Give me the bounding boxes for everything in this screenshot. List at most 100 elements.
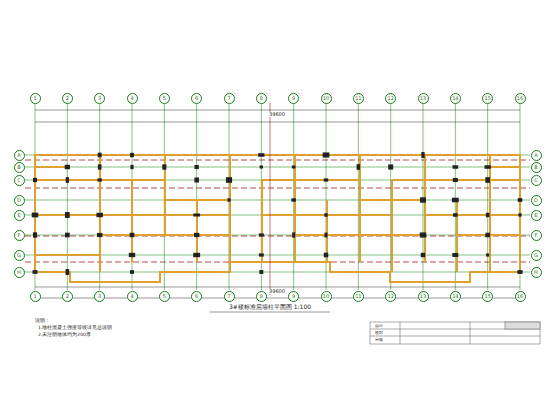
axis-bubble: 14 bbox=[450, 93, 461, 104]
axis-number: 14 bbox=[452, 293, 458, 299]
axis-bubble: H bbox=[531, 267, 542, 278]
axis-number: 15 bbox=[484, 95, 490, 101]
axis-bubble: 16 bbox=[515, 291, 526, 302]
axis-bubble: 4 bbox=[127, 291, 138, 302]
axis-number: C bbox=[534, 177, 538, 183]
axis-bubble: A bbox=[14, 150, 25, 161]
dimension-lines bbox=[35, 110, 520, 312]
axis-number: 12 bbox=[387, 293, 393, 299]
drawing-title: 3#楼标准层墙柱平面图 1:100 bbox=[229, 304, 311, 310]
axis-number: 1 bbox=[33, 293, 36, 299]
axis-bubble: 16 bbox=[515, 93, 526, 104]
axis-number: D bbox=[17, 197, 21, 203]
axis-bubble: D bbox=[14, 195, 25, 206]
axis-number: 5 bbox=[163, 293, 166, 299]
axis-number: B bbox=[17, 164, 20, 170]
table-cell: 审核 bbox=[375, 338, 383, 342]
axis-bubble: 14 bbox=[450, 291, 461, 302]
axis-bubble: 4 bbox=[127, 93, 138, 104]
axis-number: 11 bbox=[355, 95, 361, 101]
axis-bubble: 7 bbox=[224, 93, 235, 104]
axis-bubble: 6 bbox=[191, 93, 202, 104]
axis-number: 10 bbox=[323, 293, 329, 299]
axis-number: 13 bbox=[420, 95, 426, 101]
axis-number: C bbox=[17, 177, 21, 183]
table-cell: 校对 bbox=[375, 331, 383, 335]
axis-bubble: 8 bbox=[256, 93, 267, 104]
axis-bubble: G bbox=[531, 250, 542, 261]
axis-bubble: F bbox=[14, 230, 25, 241]
axis-number: H bbox=[17, 269, 21, 275]
axis-bubble: 3 bbox=[94, 291, 105, 302]
axis-bubble: 11 bbox=[353, 93, 364, 104]
axis-number: 12 bbox=[387, 95, 393, 101]
axis-number: 2 bbox=[66, 293, 69, 299]
axis-bubble: 9 bbox=[288, 93, 299, 104]
axis-number: A bbox=[534, 152, 537, 158]
axis-bubble: 13 bbox=[418, 93, 429, 104]
axis-number: 5 bbox=[163, 95, 166, 101]
axis-bubble: 1 bbox=[30, 93, 41, 104]
axis-number: 13 bbox=[420, 293, 426, 299]
axis-bubble: 6 bbox=[191, 291, 202, 302]
axis-number: 7 bbox=[227, 95, 230, 101]
dimension-text: 39600 bbox=[269, 112, 285, 117]
axis-number: A bbox=[17, 152, 20, 158]
axis-number: 9 bbox=[292, 293, 295, 299]
title-block bbox=[370, 322, 540, 344]
axis-number: 3 bbox=[98, 293, 101, 299]
axis-number: 8 bbox=[260, 95, 263, 101]
note-text: 2.未注明墙体均为200厚 bbox=[38, 333, 91, 338]
axis-bubble: C bbox=[14, 175, 25, 186]
axis-number: 4 bbox=[130, 293, 133, 299]
axis-number: G bbox=[17, 252, 21, 258]
axis-bubble: 5 bbox=[159, 291, 170, 302]
axis-bubble: 5 bbox=[159, 93, 170, 104]
axis-bubble: C bbox=[531, 175, 542, 186]
axis-bubble: 3 bbox=[94, 93, 105, 104]
axis-bubble: 12 bbox=[385, 291, 396, 302]
axis-bubble: 9 bbox=[288, 291, 299, 302]
axis-bubble: 8 bbox=[256, 291, 267, 302]
axis-number: 6 bbox=[195, 95, 198, 101]
axis-number: 4 bbox=[130, 95, 133, 101]
walls bbox=[35, 155, 520, 282]
axis-number: 11 bbox=[355, 293, 361, 299]
axis-bubble: E bbox=[531, 210, 542, 221]
axis-bubble: B bbox=[531, 162, 542, 173]
note-text: 1.墙柱混凝土强度等级详见总说明 bbox=[38, 326, 112, 331]
dimension-text: 39600 bbox=[269, 289, 285, 294]
axis-bubble: E bbox=[14, 210, 25, 221]
axis-number: 7 bbox=[227, 293, 230, 299]
axis-number: D bbox=[534, 197, 538, 203]
axis-number: 16 bbox=[517, 293, 523, 299]
axis-bubble: 2 bbox=[62, 291, 73, 302]
axis-number: 3 bbox=[98, 95, 101, 101]
axis-bubble: F bbox=[531, 230, 542, 241]
axis-number: 16 bbox=[517, 95, 523, 101]
axis-bubble: B bbox=[14, 162, 25, 173]
axis-bubble: H bbox=[14, 267, 25, 278]
axis-bubble: G bbox=[14, 250, 25, 261]
axis-bubble: 2 bbox=[62, 93, 73, 104]
axis-number: G bbox=[534, 252, 538, 258]
table-cell: 设计 bbox=[375, 324, 383, 328]
axis-number: E bbox=[17, 212, 20, 218]
axis-bubble: 15 bbox=[482, 291, 493, 302]
axis-bubble: 15 bbox=[482, 93, 493, 104]
axis-number: F bbox=[535, 232, 538, 238]
axis-bubble: A bbox=[531, 150, 542, 161]
axis-number: 10 bbox=[323, 95, 329, 101]
axis-number: 6 bbox=[195, 293, 198, 299]
axis-bubble: 13 bbox=[418, 291, 429, 302]
axis-number: B bbox=[534, 164, 537, 170]
axis-number: E bbox=[534, 212, 537, 218]
axis-number: H bbox=[534, 269, 538, 275]
axis-bubble: 1 bbox=[30, 291, 41, 302]
note-heading: 说明： bbox=[35, 318, 50, 323]
axis-number: 15 bbox=[484, 293, 490, 299]
axis-bubble: 12 bbox=[385, 93, 396, 104]
axis-bubble: 10 bbox=[321, 291, 332, 302]
